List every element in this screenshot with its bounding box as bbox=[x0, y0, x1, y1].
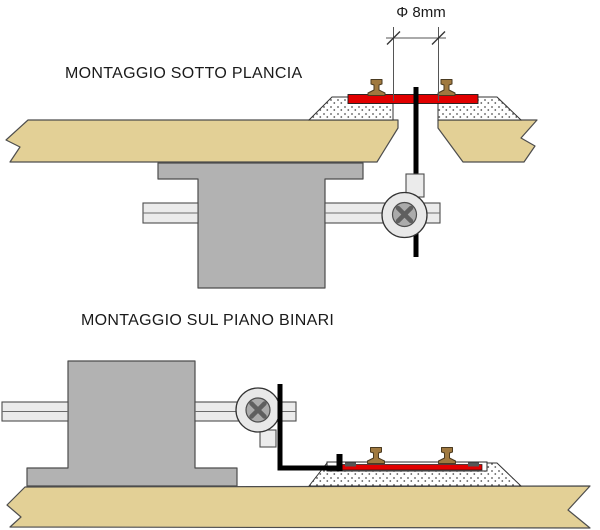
device-body-bottom bbox=[26, 360, 238, 487]
hole-diameter-label: Φ 8mm bbox=[396, 4, 446, 21]
rail-profile-icon bbox=[367, 79, 386, 96]
rail-profile-icon bbox=[367, 447, 385, 464]
diagram2-title: MONTAGGIO SUL PIANO BINARI bbox=[81, 312, 335, 329]
under-board-mounting-diagram bbox=[5, 27, 538, 289]
device-body-top bbox=[157, 162, 364, 289]
baseboard-bottom bbox=[6, 485, 591, 529]
rail-profile-icon bbox=[437, 79, 456, 96]
dimension-annotation bbox=[386, 27, 446, 101]
crank-disc-bottom bbox=[235, 387, 281, 433]
bar-end-clamp-left bbox=[345, 462, 356, 467]
connecting-wire bbox=[277, 384, 343, 471]
uncoupler-assembly-bottom bbox=[326, 461, 488, 472]
baseboard-top bbox=[5, 119, 538, 163]
baseboard-right-piece bbox=[437, 119, 538, 163]
uncoupler-red-bar-top bbox=[347, 94, 479, 104]
crank-disc-top bbox=[381, 191, 428, 239]
diagram1-title: MONTAGGIO SOTTO PLANCIA bbox=[65, 65, 303, 82]
actuator-rod bbox=[413, 87, 419, 257]
dimension-tick-icon bbox=[431, 31, 446, 45]
bar-end-clamp-right bbox=[468, 462, 479, 467]
uncoupler-red-bar-bottom bbox=[339, 464, 483, 471]
rail-profiles-bottom bbox=[367, 447, 456, 464]
wire-end-stub bbox=[336, 454, 343, 471]
baseboard-left-piece bbox=[5, 119, 399, 163]
rail-profiles-top bbox=[367, 79, 456, 96]
track-level-mounting-diagram bbox=[1, 360, 591, 529]
dimension-tick-icon bbox=[386, 31, 401, 45]
crank-lower-tab bbox=[259, 429, 277, 448]
rail-profile-icon bbox=[438, 447, 456, 464]
phillips-cross-icon bbox=[249, 401, 267, 419]
phillips-cross-icon bbox=[395, 205, 414, 224]
wire-run bbox=[277, 384, 339, 471]
